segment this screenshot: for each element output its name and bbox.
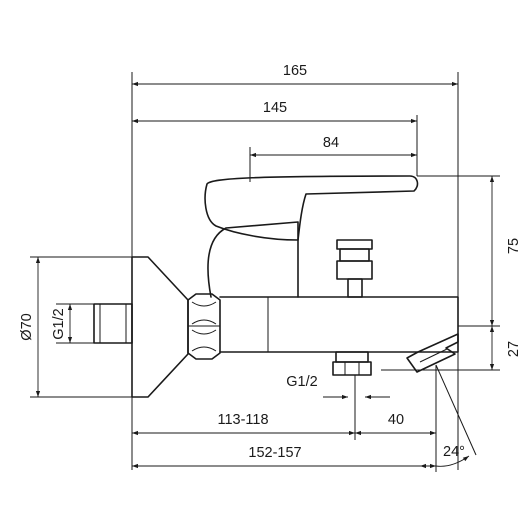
dim-label-handle-length: 145 — [263, 100, 287, 116]
dim-label-lever-length: 84 — [323, 135, 339, 151]
diverter-knob — [336, 239, 373, 298]
dim-label-centre-to-outlet: 113-118 — [217, 412, 268, 428]
dim-label-spout-height: 27 — [506, 341, 522, 357]
dim-label-overall-length: 165 — [283, 63, 307, 79]
mixer-body — [219, 296, 459, 353]
spout-outlet — [406, 333, 459, 373]
extension-lines — [30, 72, 500, 472]
dim-label-body-height: 75 — [506, 238, 522, 254]
dimension-lines — [35, 81, 495, 469]
dimension-labels: 165 145 84 75 27 Ø70 G1/2 G1/2 113-118 4… — [19, 63, 522, 461]
lever-handle — [204, 175, 419, 241]
dim-label-inlet-thread: G1/2 — [51, 308, 67, 339]
hex-nut — [187, 293, 221, 360]
dim-label-outlet-thread: G1/2 — [286, 374, 317, 390]
outlet-connector — [332, 351, 372, 376]
dim-label-outlet-offset: 40 — [388, 412, 404, 428]
mixer-outline — [93, 175, 459, 398]
dim-label-rosette-diameter: Ø70 — [19, 313, 35, 340]
dim-label-spout-angle: 24° — [443, 444, 465, 460]
cartridge-housing — [207, 221, 299, 298]
dim-label-overall-depth: 152-157 — [248, 445, 301, 461]
wall-rosette — [131, 256, 189, 398]
